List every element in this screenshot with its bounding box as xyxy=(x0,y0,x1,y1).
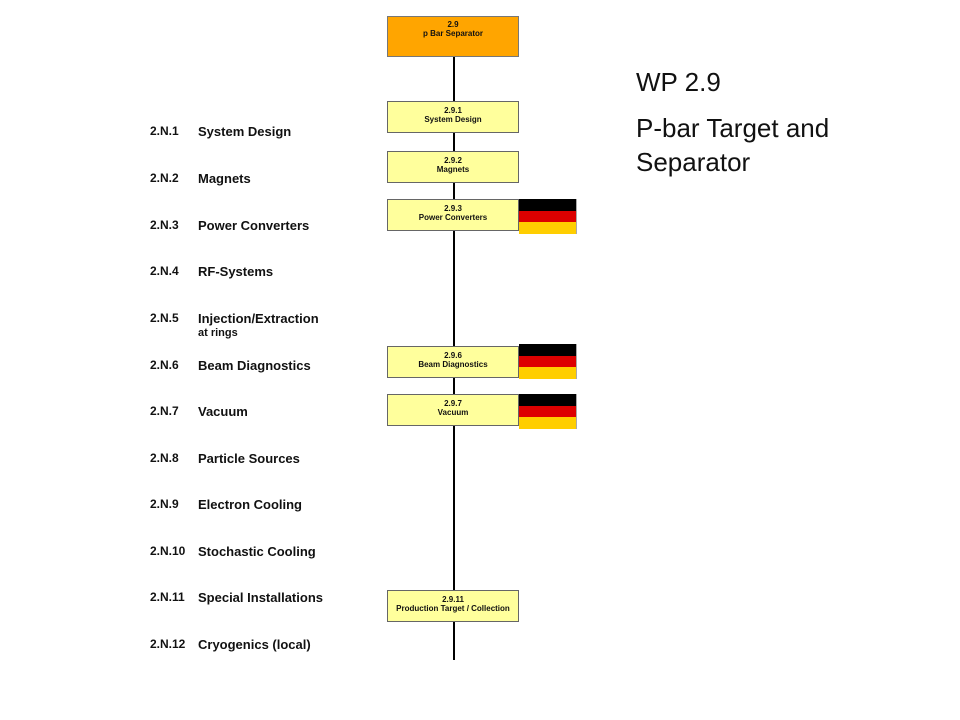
box-number: 2.9.6 xyxy=(444,351,462,360)
wbs-row: 2.N.6 Beam Diagnostics xyxy=(150,355,311,375)
wbs-code: 2.N.5 xyxy=(150,311,179,325)
wbs-code: 2.N.9 xyxy=(150,497,179,511)
wbs-label: Particle Sources xyxy=(198,450,300,466)
title-wp: WP 2.9 xyxy=(636,67,721,97)
box-2-9-7: 2.9.7 Vacuum xyxy=(387,394,519,426)
wbs-code: 2.N.3 xyxy=(150,218,179,232)
box-2-9: 2.9 p Bar Separator xyxy=(387,16,519,57)
wbs-code: 2.N.10 xyxy=(150,544,186,558)
wbs-label: Stochastic Cooling xyxy=(198,543,316,559)
box-label: Magnets xyxy=(436,165,470,174)
box-label: Beam Diagnostics xyxy=(418,360,488,369)
box-number: 2.9 xyxy=(447,20,459,29)
wbs-row: 2.N.3 Power Converters xyxy=(150,215,309,235)
box-label: Power Converters xyxy=(418,213,488,222)
wbs-code: 2.N.2 xyxy=(150,171,179,185)
wbs-row: 2.N.5 Injection/Extraction xyxy=(150,308,319,328)
wbs-code: 2.N.12 xyxy=(150,637,186,651)
slide-title: WP 2.9 P-bar Target and Separator xyxy=(636,66,886,191)
wbs-row: 2.N.11 Special Installations xyxy=(150,587,323,607)
german-flag-icon xyxy=(519,394,577,429)
wbs-row: 2.N.1 System Design xyxy=(150,121,291,141)
german-flag-icon xyxy=(519,199,577,234)
box-number: 2.9.11 xyxy=(442,595,464,604)
box-label: Vacuum xyxy=(437,408,469,417)
wbs-row: 2.N.9 Electron Cooling xyxy=(150,494,302,514)
wbs-row: 2.N.12 Cryogenics (local) xyxy=(150,634,311,654)
wbs-label: Vacuum xyxy=(198,403,248,419)
wbs-label: Magnets xyxy=(198,170,251,186)
wbs-label: Cryogenics (local) xyxy=(198,636,311,652)
box-label: System Design xyxy=(424,115,482,124)
wbs-code: 2.N.7 xyxy=(150,404,179,418)
box-2-9-11: 2.9.11 Production Target / Collection xyxy=(387,590,519,622)
wbs-sublabel: at rings xyxy=(198,327,238,339)
box-2-9-6: 2.9.6 Beam Diagnostics xyxy=(387,346,519,378)
wbs-label: Power Converters xyxy=(198,217,310,233)
box-number: 2.9.2 xyxy=(444,156,462,165)
wbs-label: Electron Cooling xyxy=(198,496,302,512)
german-flag-icon xyxy=(519,344,577,379)
box-2-9-3: 2.9.3 Power Converters xyxy=(387,199,519,231)
wbs-label: Beam Diagnostics xyxy=(198,357,311,373)
box-label: Production Target / Collection xyxy=(396,604,510,613)
box-2-9-2: 2.9.2 Magnets xyxy=(387,151,519,183)
box-number: 2.9.1 xyxy=(444,106,462,115)
wbs-code: 2.N.1 xyxy=(150,124,179,138)
wbs-row: 2.N.7 Vacuum xyxy=(150,401,248,421)
wbs-code: 2.N.11 xyxy=(150,590,185,604)
wbs-label: Special Installations xyxy=(198,589,323,605)
connector-line xyxy=(453,16,455,660)
box-label: p Bar Separator xyxy=(422,29,484,38)
wbs-label: Injection/Extraction xyxy=(198,310,319,326)
wbs-row: 2.N.4 RF-Systems xyxy=(150,261,273,281)
box-2-9-1: 2.9.1 System Design xyxy=(387,101,519,133)
wbs-row: 2.N.10 Stochastic Cooling xyxy=(150,541,316,561)
wbs-code: 2.N.8 xyxy=(150,451,179,465)
wbs-row: 2.N.8 Particle Sources xyxy=(150,448,300,468)
wbs-label: System Design xyxy=(198,123,292,139)
wbs-label: RF-Systems xyxy=(198,263,274,279)
wbs-code: 2.N.6 xyxy=(150,358,179,372)
wbs-row: 2.N.2 Magnets xyxy=(150,168,251,188)
wbs-code: 2.N.4 xyxy=(150,264,179,278)
title-description: P-bar Target and Separator xyxy=(636,112,830,177)
box-number: 2.9.7 xyxy=(444,399,462,408)
box-number: 2.9.3 xyxy=(444,204,462,213)
